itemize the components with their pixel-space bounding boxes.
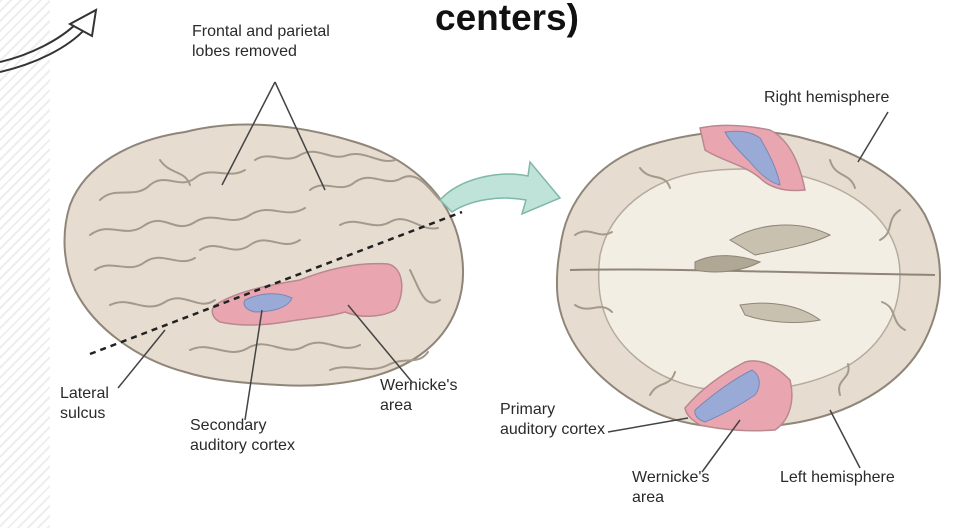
- label-frontal-parietal: Frontal and parietal lobes removed: [192, 22, 330, 62]
- label-secondary-auditory-cortex: Secondary auditory cortex: [190, 416, 295, 456]
- label-right-hemisphere: Right hemisphere: [764, 88, 889, 108]
- label-lateral-sulcus: Lateral sulcus: [60, 384, 109, 424]
- page-heading: centers): [435, 0, 579, 42]
- brain-section-illustration: [557, 126, 940, 431]
- transition-arrow-icon: [440, 162, 560, 214]
- label-wernicke-area-left: Wernicke's area: [380, 376, 457, 416]
- label-primary-auditory-cortex: Primary auditory cortex: [500, 400, 605, 440]
- label-wernicke-area-right: Wernicke's area: [632, 468, 709, 508]
- lateral-brain-illustration: [65, 125, 464, 386]
- label-left-hemisphere: Left hemisphere: [780, 468, 895, 488]
- curved-arrow-icon: [0, 10, 96, 72]
